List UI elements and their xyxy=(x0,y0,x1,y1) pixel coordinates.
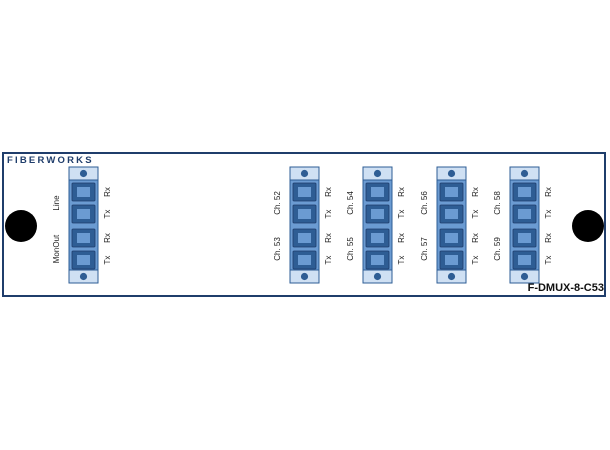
port-direction-label: Tx xyxy=(324,256,333,265)
channel-label: Ch. 57 xyxy=(420,237,429,261)
port-direction-label: Rx xyxy=(471,187,480,197)
port-direction-label: Tx xyxy=(397,210,406,219)
port-ferrule xyxy=(371,187,384,197)
port-direction-label: Tx xyxy=(544,256,553,265)
channel-label: MonOut xyxy=(52,234,61,263)
screw-icon xyxy=(373,169,382,178)
screw-icon xyxy=(520,169,529,178)
channel-label: Line xyxy=(52,195,61,211)
port-ferrule xyxy=(298,187,311,197)
channel-label: Ch. 54 xyxy=(346,191,355,215)
port-direction-label: Tx xyxy=(103,210,112,219)
port-direction-label: Tx xyxy=(544,210,553,219)
port-direction-label: Rx xyxy=(103,187,112,197)
port-ferrule xyxy=(77,187,90,197)
port-ferrule xyxy=(77,255,90,265)
port-ferrule xyxy=(371,209,384,219)
port-ferrule xyxy=(371,255,384,265)
channel-label: Ch. 53 xyxy=(273,237,282,261)
screw-icon xyxy=(300,169,309,178)
screw-icon xyxy=(79,169,88,178)
channel-label: Ch. 52 xyxy=(273,191,282,215)
screw-icon xyxy=(447,272,456,281)
port-ferrule xyxy=(77,233,90,243)
port-ferrule xyxy=(445,255,458,265)
port-direction-label: Rx xyxy=(103,233,112,243)
screw-icon xyxy=(520,272,529,281)
port-direction-label: Rx xyxy=(324,187,333,197)
screw-icon xyxy=(300,272,309,281)
screw-icon xyxy=(447,169,456,178)
port-ferrule xyxy=(298,209,311,219)
port-direction-label: Tx xyxy=(103,256,112,265)
screw-icon xyxy=(79,272,88,281)
port-ferrule xyxy=(445,209,458,219)
port-ferrule xyxy=(518,209,531,219)
model-number: F-DMUX-8-C53 xyxy=(527,282,604,294)
port-direction-label: Rx xyxy=(544,233,553,243)
port-ferrule xyxy=(445,233,458,243)
channel-label: Ch. 56 xyxy=(420,191,429,215)
port-ferrule xyxy=(518,187,531,197)
port-direction-label: Tx xyxy=(471,210,480,219)
port-ferrule xyxy=(77,209,90,219)
channel-label: Ch. 58 xyxy=(493,191,502,215)
port-direction-label: Tx xyxy=(471,256,480,265)
port-ferrule xyxy=(371,233,384,243)
port-direction-label: Rx xyxy=(397,187,406,197)
port-direction-label: Tx xyxy=(397,256,406,265)
port-ferrule xyxy=(298,255,311,265)
port-direction-label: Rx xyxy=(397,233,406,243)
port-ferrule xyxy=(298,233,311,243)
port-direction-label: Rx xyxy=(544,187,553,197)
channel-label: Ch. 59 xyxy=(493,237,502,261)
mounting-hole-icon xyxy=(5,210,37,242)
port-ferrule xyxy=(445,187,458,197)
port-ferrule xyxy=(518,233,531,243)
port-direction-label: Tx xyxy=(324,210,333,219)
port-direction-label: Rx xyxy=(324,233,333,243)
port-ferrule xyxy=(518,255,531,265)
mounting-hole-icon xyxy=(572,210,604,242)
port-direction-label: Rx xyxy=(471,233,480,243)
screw-icon xyxy=(373,272,382,281)
brand-logo: FIBERWORKS xyxy=(7,155,94,166)
channel-label: Ch. 55 xyxy=(346,237,355,261)
